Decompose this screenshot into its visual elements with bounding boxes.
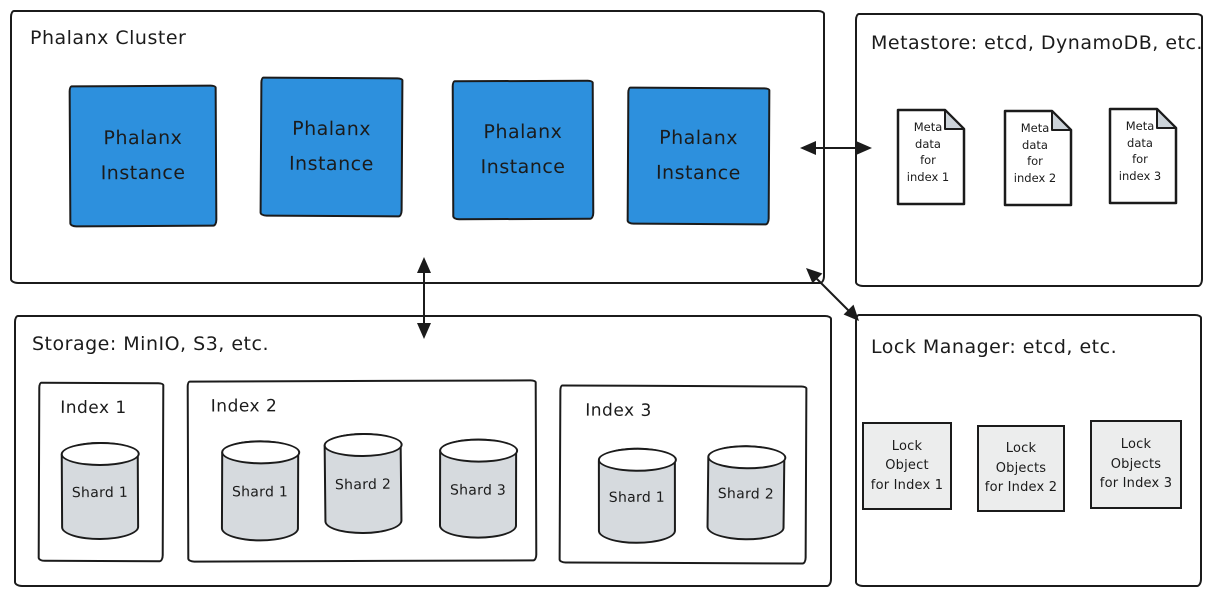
index-2-shard-1-label: Shard 1 xyxy=(231,484,289,501)
phalanx-instance-2-label: Phalanx Instance xyxy=(288,117,374,176)
metadata-document-2-label: Meta data for index 2 xyxy=(1013,121,1057,186)
metadata-document-1: Meta data for index 1 xyxy=(895,107,967,207)
lock-objects-index-3-stack: Lock Objects for Index 3 xyxy=(1090,420,1195,522)
index-2-shard-1-cylinder: Shard 1 xyxy=(220,440,300,542)
document-icon xyxy=(896,108,966,206)
phalanx-instance-1: Phalanx Instance xyxy=(68,84,218,228)
lock-object-index-1: Lock Object for Index 1 xyxy=(862,422,952,510)
index-3-shard-2-label: Shard 2 xyxy=(717,486,775,503)
index-3-box: Index 3 Shard 1 Shard 2 xyxy=(558,384,808,565)
storage-box: Storage: MinIO, S3, etc. Index 1 Shard 1… xyxy=(14,315,832,587)
index-2-shard-3-label: Shard 3 xyxy=(449,482,507,499)
lock-objects-index-3-label: Lock Objects for Index 3 xyxy=(1099,437,1173,492)
storage-title: Storage: MinIO, S3, etc. xyxy=(32,333,269,355)
lock-objects-index-2-stack: Lock Objects for Index 2 xyxy=(977,425,1078,525)
index-1-shard-1-cylinder: Shard 1 xyxy=(60,441,140,541)
index-3-shard-1-cylinder: Shard 1 xyxy=(597,447,676,544)
lock-object-index-1-label: Lock Object for Index 1 xyxy=(870,438,944,493)
document-icon xyxy=(1003,109,1073,207)
index-1-box: Index 1 Shard 1 xyxy=(37,381,165,563)
metadata-document-3-label: Meta data for index 3 xyxy=(1118,119,1162,184)
index-3-shard-2-cylinder: Shard 2 xyxy=(706,444,786,541)
lock-manager-box: Lock Manager: etcd, etc. Lock Object for… xyxy=(855,314,1202,587)
index-3-shard-1-label: Shard 1 xyxy=(608,489,666,506)
index-2-shard-2-label: Shard 2 xyxy=(334,477,392,494)
index-2-shard-3-cylinder: Shard 3 xyxy=(438,438,518,539)
metastore-title: Metastore: etcd, DynamoDB, etc. xyxy=(871,32,1203,54)
phalanx-instance-4-label: Phalanx Instance xyxy=(655,126,741,185)
phalanx-cluster-box: Phalanx Cluster Phalanx Instance Phalanx… xyxy=(10,10,825,284)
document-icon xyxy=(1108,107,1178,205)
phalanx-instance-3: Phalanx Instance xyxy=(451,79,595,221)
phalanx-instance-3-label: Phalanx Instance xyxy=(480,120,566,179)
metadata-document-1-label: Meta data for index 1 xyxy=(906,120,950,185)
metadata-document-3: Meta data for index 3 xyxy=(1107,106,1179,206)
lock-manager-title: Lock Manager: etcd, etc. xyxy=(871,336,1118,358)
index-3-title: Index 3 xyxy=(585,400,652,421)
metastore-box: Metastore: etcd, DynamoDB, etc. Meta dat… xyxy=(855,13,1203,287)
lock-objects-index-2-label: Lock Objects for Index 2 xyxy=(984,441,1058,496)
phalanx-instance-4: Phalanx Instance xyxy=(626,86,771,226)
metadata-document-2: Meta data for index 2 xyxy=(1002,108,1074,208)
index-2-shard-2-cylinder: Shard 2 xyxy=(323,432,403,535)
index-1-shard-1-label: Shard 1 xyxy=(71,484,129,502)
index-2-title: Index 2 xyxy=(210,396,278,417)
index-1-title: Index 1 xyxy=(60,397,127,419)
phalanx-cluster-title: Phalanx Cluster xyxy=(30,27,187,49)
phalanx-instance-1-label: Phalanx Instance xyxy=(100,126,186,185)
phalanx-instance-2: Phalanx Instance xyxy=(259,76,404,218)
index-2-box: Index 2 Shard 1 Shard 2 Shard 3 xyxy=(186,379,538,563)
